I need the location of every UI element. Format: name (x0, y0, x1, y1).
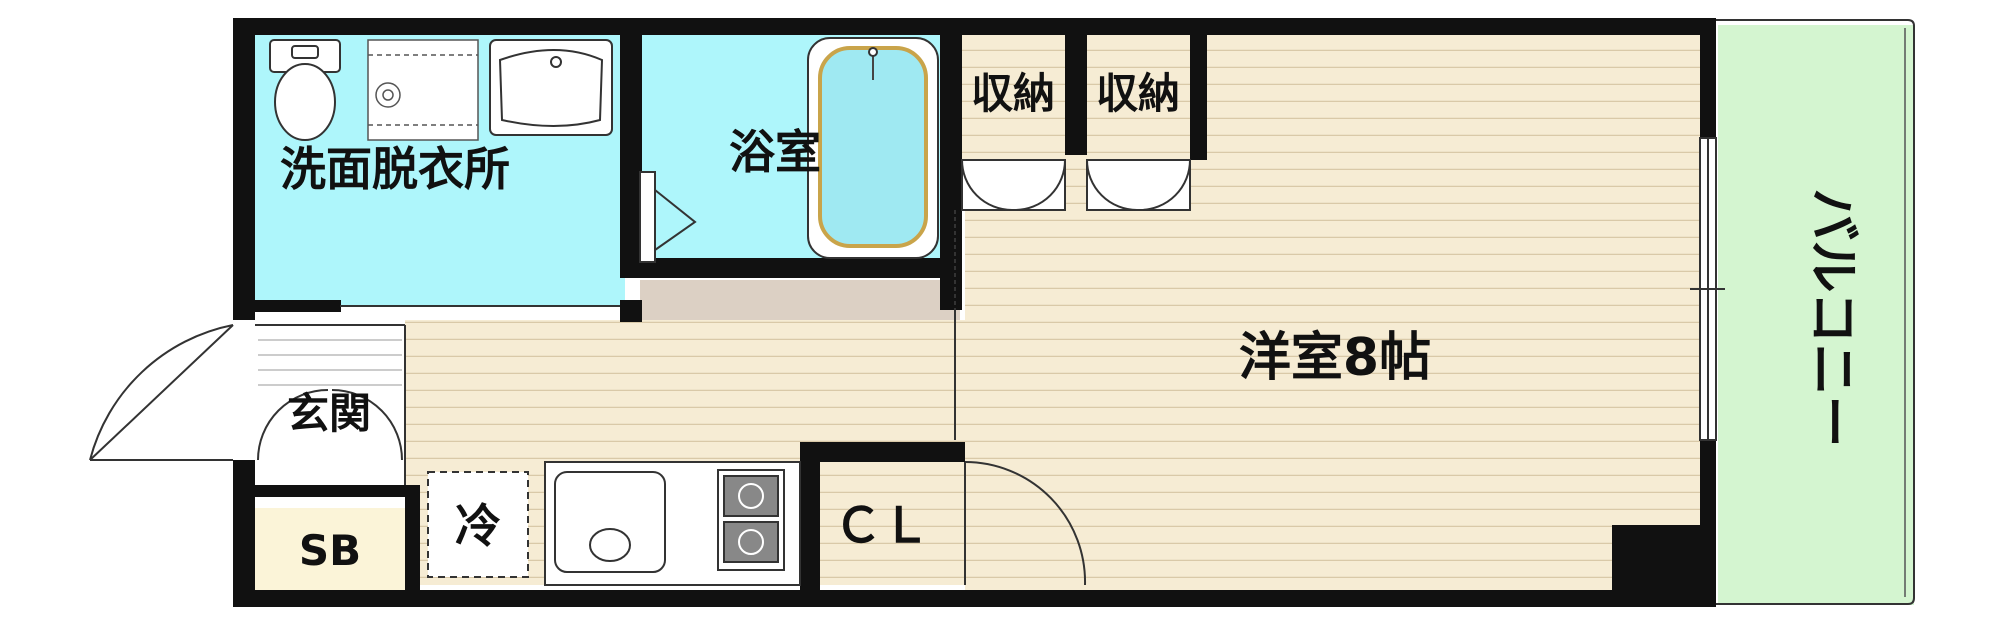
label-storage-2: 収納 (1096, 69, 1180, 118)
label-shoe-box: SB (299, 526, 361, 575)
wash-basin-icon (489, 39, 613, 136)
label-washroom: 洗面脱衣所 (280, 142, 510, 196)
gas-stove-icon (717, 469, 785, 571)
doors (89, 159, 1191, 586)
label-fridge: 冷 (455, 499, 501, 553)
bathtub-icon (807, 37, 939, 259)
hall-strip (640, 280, 960, 320)
fridge-space (427, 471, 529, 578)
entrance-steps (258, 339, 402, 386)
label-entrance: 玄関 (287, 389, 371, 438)
balcony-floor (1718, 25, 1914, 605)
balcony-railing (1716, 19, 1915, 605)
entrance-floor (255, 325, 405, 485)
label-closet: ＣＬ (834, 498, 930, 554)
label-storage-1: 収納 (971, 69, 1055, 118)
shoe-box-floor (255, 508, 405, 590)
label-bath: 浴室 (729, 125, 821, 179)
label-balcony: バルコニー (1802, 189, 1862, 448)
washing-machine-pan-icon (367, 39, 479, 141)
label-western-room: 洋室8帖 (1239, 328, 1431, 388)
walls (233, 18, 1716, 607)
toilet-icon (269, 39, 341, 141)
